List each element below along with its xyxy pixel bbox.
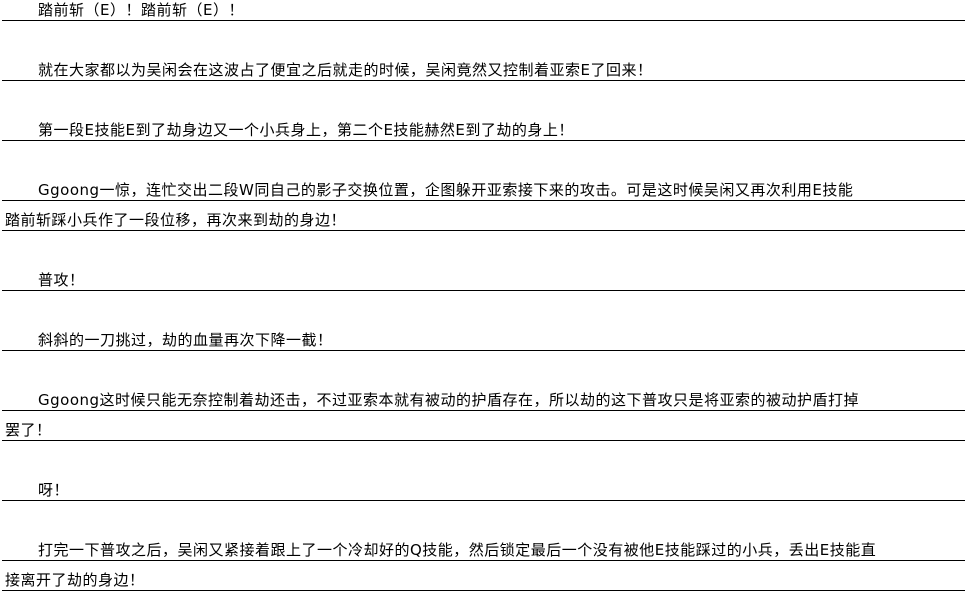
line-text: Ggoong这时候只能无奈控制着劫还击，不过亚索本就有被动的护盾存在，所以劫的这… <box>38 391 860 409</box>
paragraph-gap <box>2 21 965 51</box>
paragraph-gap <box>2 81 965 111</box>
text-line: 第一段E技能E到了劫身边又一个小兵身上，第二个E技能赫然E到了劫的身上！ <box>2 111 965 141</box>
paragraph-gap <box>2 501 965 531</box>
document-body: 踏前斩（E）！踏前斩（E）！ 就在大家都以为吴闲会在这波占了便宜之后就走的时候，吴… <box>2 0 965 591</box>
line-text: 普攻！ <box>38 271 85 289</box>
line-text: 呀！ <box>38 481 70 499</box>
line-text: 就在大家都以为吴闲会在这波占了便宜之后就走的时候，吴闲竟然又控制着亚索E了回来！ <box>38 61 653 79</box>
line-text: 接离开了劫的身边！ <box>5 571 145 589</box>
text-line: Ggoong一惊，连忙交出二段W同自己的影子交换位置，企图躲开亚索接下来的攻击。… <box>2 171 965 201</box>
paragraph-gap <box>2 141 965 171</box>
paragraph-gap <box>2 351 965 381</box>
line-text: 打完一下普攻之后，吴闲又紧接着跟上了一个冷却好的Q技能，然后锁定最后一个没有被他… <box>38 541 877 559</box>
line-text: Ggoong一惊，连忙交出二段W同自己的影子交换位置，企图躲开亚索接下来的攻击。… <box>38 181 854 199</box>
line-text: 踏前斩踩小兵作了一段位移，再次来到劫的身边！ <box>5 211 347 229</box>
line-text: 斜斜的一刀挑过，劫的血量再次下降一截！ <box>38 331 333 349</box>
line-text: 第一段E技能E到了劫身边又一个小兵身上，第二个E技能赫然E到了劫的身上！ <box>38 121 574 139</box>
paragraph-gap <box>2 231 965 261</box>
text-line: 接离开了劫的身边！ <box>2 561 965 591</box>
paragraph-gap <box>2 441 965 471</box>
text-line: 就在大家都以为吴闲会在这波占了便宜之后就走的时候，吴闲竟然又控制着亚索E了回来！ <box>2 51 965 81</box>
text-line: Ggoong这时候只能无奈控制着劫还击，不过亚索本就有被动的护盾存在，所以劫的这… <box>2 381 965 411</box>
text-line: 斜斜的一刀挑过，劫的血量再次下降一截！ <box>2 321 965 351</box>
text-line: 呀！ <box>2 471 965 501</box>
line-text: 罢了！ <box>5 421 52 439</box>
line-text: 踏前斩（E）！踏前斩（E）！ <box>38 1 244 19</box>
text-line: 普攻！ <box>2 261 965 291</box>
text-line: 踏前斩（E）！踏前斩（E）！ <box>2 0 965 21</box>
paragraph-gap <box>2 291 965 321</box>
text-line: 打完一下普攻之后，吴闲又紧接着跟上了一个冷却好的Q技能，然后锁定最后一个没有被他… <box>2 531 965 561</box>
text-line: 罢了！ <box>2 411 965 441</box>
text-line: 踏前斩踩小兵作了一段位移，再次来到劫的身边！ <box>2 201 965 231</box>
